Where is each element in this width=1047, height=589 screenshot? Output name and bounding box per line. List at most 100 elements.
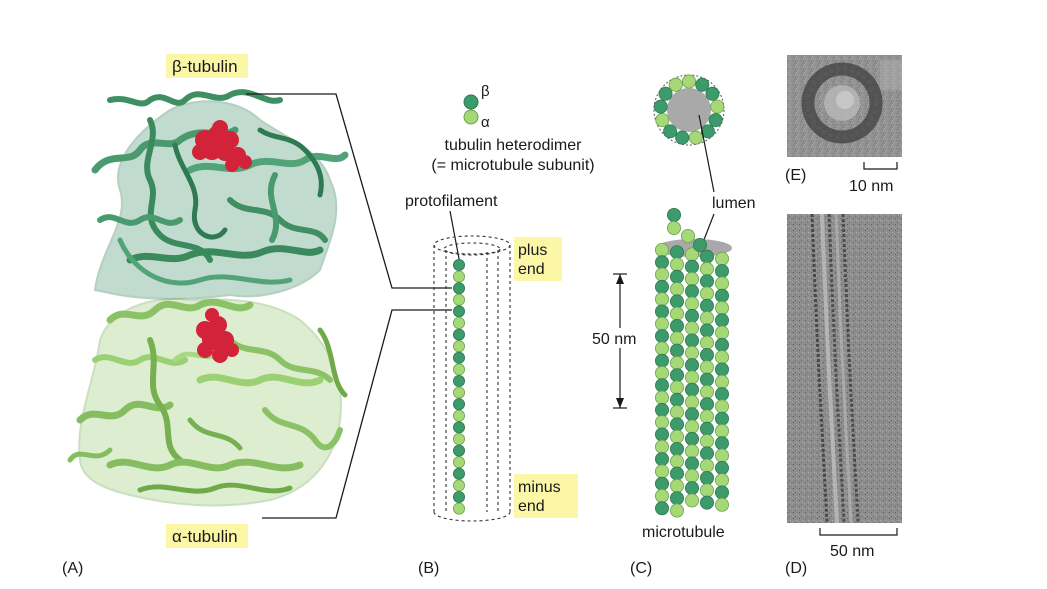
beta-tubulin-ribbon <box>91 89 349 300</box>
microtubule-subunit <box>685 456 700 471</box>
panel-a-label: (A) <box>62 560 83 577</box>
microtubule-subunit <box>670 331 685 346</box>
microtubule-subunit <box>685 358 700 373</box>
microtubule-subunit <box>655 279 670 294</box>
microtubule-subunit <box>715 251 730 266</box>
microtubule-subunit <box>667 220 682 235</box>
tubulin-subunit <box>452 444 465 457</box>
plus-end-highlight <box>514 237 562 281</box>
microtubule-subunit <box>715 374 730 389</box>
microtubule-subunit <box>685 481 700 496</box>
microtubule-subunit <box>715 276 730 291</box>
microtubule-subunit <box>685 419 700 434</box>
microtubule-subunit <box>700 360 715 375</box>
microtubule-subunit <box>700 298 715 313</box>
microtubule-subunit <box>700 397 715 412</box>
tubulin-subunit <box>452 386 465 399</box>
microtubule-subunit <box>655 329 670 344</box>
microtubule-subunit <box>655 427 670 442</box>
microtubule-subunit <box>670 392 685 407</box>
microtubule-subunit <box>685 308 700 323</box>
microtubule-subunit <box>685 284 700 299</box>
tubulin-subunit <box>452 409 465 422</box>
microtubule-subunit <box>700 434 715 449</box>
protofilament-column <box>452 258 465 515</box>
microtubule-subunit <box>700 249 715 264</box>
microtubule-subunit <box>655 365 670 380</box>
microtubule-subunit <box>670 306 685 321</box>
heterodimer-label-line1: tubulin heterodimer <box>445 137 583 154</box>
microtubule-subunit <box>715 423 730 438</box>
microtubule-subunit <box>685 370 700 385</box>
ring-subunit <box>695 77 710 92</box>
microtubule-subunit <box>670 355 685 370</box>
microtubule-subunit <box>700 286 715 301</box>
microtubule-subunit <box>700 421 715 436</box>
microtubule-subunit <box>700 483 715 498</box>
lumen-pointer <box>698 114 715 193</box>
microtubule-subunit <box>700 384 715 399</box>
cross-section <box>653 74 725 146</box>
gtp-molecule-upper <box>192 120 252 172</box>
microtubule-subunit <box>700 458 715 473</box>
tubulin-subunit <box>452 432 465 445</box>
alpha-tubulin-highlight <box>166 524 248 548</box>
microtubule-subunit <box>715 436 730 451</box>
microtubule-subunit <box>670 257 685 272</box>
microtubule-subunit <box>655 292 670 307</box>
microtubule-subunit <box>670 245 685 260</box>
scale-bar-10nm <box>863 162 898 170</box>
microtubule-subunit <box>670 343 685 358</box>
tubulin-subunit <box>452 351 465 364</box>
tubulin-subunit <box>452 502 465 515</box>
microtubule-subunit <box>670 429 685 444</box>
microtubule-subunit <box>670 441 685 456</box>
microtubule-subunit <box>681 228 696 243</box>
scale-bar-50nm <box>819 528 898 536</box>
microtubule-subunit <box>685 296 700 311</box>
microtubule-subunit <box>715 387 730 402</box>
microtubule-subunit <box>715 300 730 315</box>
microtubule-subunit <box>715 411 730 426</box>
microtubule-subunit <box>700 347 715 362</box>
microtubule-subunit <box>655 353 670 368</box>
tubulin-subunit <box>452 421 465 434</box>
ring-subunit <box>653 99 668 114</box>
tubulin-subunit <box>452 398 465 411</box>
microtubule-subunit <box>655 255 670 270</box>
microtubule-subunit <box>670 503 685 518</box>
microtubule-subunit <box>715 460 730 475</box>
microtubule-subunit <box>655 316 670 331</box>
gdp-molecule-lower <box>196 308 239 363</box>
microtubule-subunit <box>700 274 715 289</box>
microtubule-subunit <box>715 448 730 463</box>
microtubule-wall <box>655 207 730 518</box>
microtubule-subunit <box>670 282 685 297</box>
tubulin-subunit <box>452 270 465 283</box>
microtubule-subunit <box>715 362 730 377</box>
minus-end-label-line2: end <box>518 498 545 515</box>
tubulin-subunit <box>452 479 465 492</box>
panel-d-label: (D) <box>785 560 807 577</box>
microtubule-subunit <box>670 294 685 309</box>
microtubule-subunit <box>685 493 700 508</box>
ring-subunit <box>675 130 690 145</box>
microtubule-subunit <box>700 335 715 350</box>
microtubule-subunit <box>655 501 670 516</box>
ring-subunit <box>668 77 683 92</box>
tubulin-subunit <box>452 374 465 387</box>
microtubule-subunit <box>700 323 715 338</box>
microtubule-subunit <box>700 495 715 510</box>
microtubule-subunit <box>655 415 670 430</box>
microtubule-subunit <box>685 259 700 274</box>
microtubule-subunit <box>685 271 700 286</box>
ring-subunit <box>663 124 678 139</box>
panel-c-microtubule: lumen 50 nm microtubule (C) <box>589 74 756 577</box>
microtubule-subunit <box>700 446 715 461</box>
plus-end-label-line1: plus <box>518 242 547 259</box>
lumen-label: lumen <box>712 195 756 212</box>
microtubule-subunit <box>670 405 685 420</box>
microtubule-subunit <box>715 485 730 500</box>
microtubule-subunit <box>670 269 685 284</box>
microtubule-subunit <box>700 409 715 424</box>
